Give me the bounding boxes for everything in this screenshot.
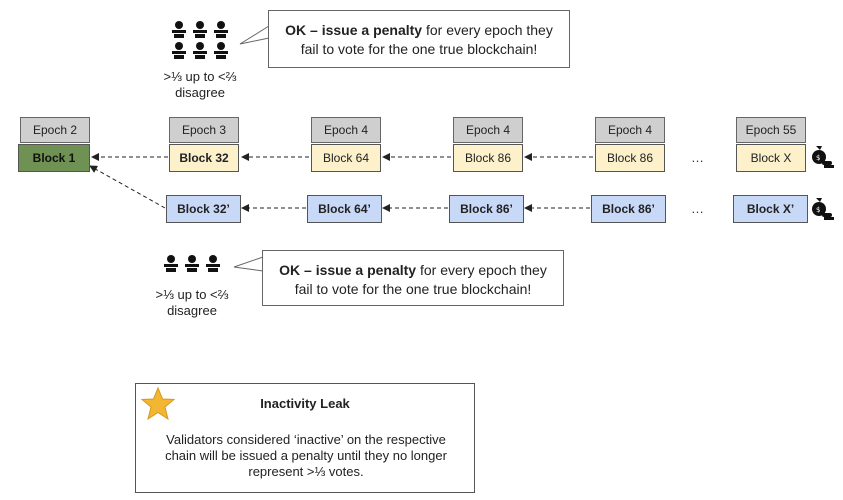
ellipsis-b: … <box>691 201 704 216</box>
arrow-b1 <box>89 165 166 209</box>
panel-body-line3: represent >⅓ votes. <box>248 464 364 479</box>
top-callout-rest2: fail to vote for the one true blockchain… <box>300 41 538 57</box>
bottom-callout-rest1: for every epoch they <box>416 262 547 278</box>
top-disagree-line1: >⅓ up to <⅔ <box>163 69 237 84</box>
top-disagree-line2: disagree <box>175 85 225 100</box>
block-b1: Block 32’ <box>166 195 241 223</box>
top-callout-bold: OK – issue a penalty <box>285 22 423 38</box>
epoch-a1: Epoch 3 <box>169 117 239 143</box>
inactivity-leak-panel: Inactivity Leak Validators considered ‘i… <box>135 383 475 493</box>
ellipsis-a: … <box>691 150 704 165</box>
money-bag-penalty-icon: $ <box>812 146 834 168</box>
epoch-a2: Epoch 4 <box>311 117 381 143</box>
epoch-a4: Epoch 4 <box>595 117 665 143</box>
panel-title: Inactivity Leak <box>260 396 350 411</box>
svg-text:$: $ <box>816 154 820 162</box>
panel-body-line2: chain will be issued a penalty until the… <box>165 448 447 463</box>
epoch-a5: Epoch 55 <box>736 117 806 143</box>
block-b5: Block X’ <box>733 195 808 223</box>
bottom-callout-bold: OK – issue a penalty <box>279 262 417 278</box>
bottom-disagree-label: >⅓ up to <⅔ disagree <box>142 287 242 319</box>
epoch-root: Epoch 2 <box>20 117 90 143</box>
block-a4: Block 86 <box>595 144 665 172</box>
block-b4: Block 86’ <box>591 195 666 223</box>
money-bag-penalty-icon: $ <box>812 198 834 220</box>
star-icon <box>140 386 176 421</box>
panel-body-line1: Validators considered ‘inactive’ on the … <box>166 432 446 447</box>
bottom-disagree-line2: disagree <box>167 303 217 318</box>
block-a3: Block 86 <box>453 144 523 172</box>
people-group-icon <box>164 255 220 272</box>
svg-text:$: $ <box>816 206 820 214</box>
block-b2: Block 64’ <box>307 195 382 223</box>
top-disagree-label: >⅓ up to <⅔ disagree <box>150 69 250 101</box>
epoch-a3: Epoch 4 <box>453 117 523 143</box>
block-a5: Block X <box>736 144 806 172</box>
block-a1: Block 32 <box>169 144 239 172</box>
panel-body: Validators considered ‘inactive’ on the … <box>146 432 466 480</box>
bottom-callout-rest2: fail to vote for the one true blockchain… <box>294 281 532 297</box>
bottom-callout-pointer <box>233 256 264 272</box>
top-callout-rest1: for every epoch they <box>422 22 553 38</box>
top-callout-pointer <box>239 25 270 45</box>
bottom-callout: OK – issue a penalty for every epoch the… <box>262 250 564 306</box>
block-a2: Block 64 <box>311 144 381 172</box>
top-callout: OK – issue a penalty for every epoch the… <box>268 10 570 68</box>
block-b3: Block 86’ <box>449 195 524 223</box>
block-root: Block 1 <box>18 144 90 172</box>
people-group-icon <box>172 21 228 59</box>
bottom-disagree-line1: >⅓ up to <⅔ <box>155 287 229 302</box>
